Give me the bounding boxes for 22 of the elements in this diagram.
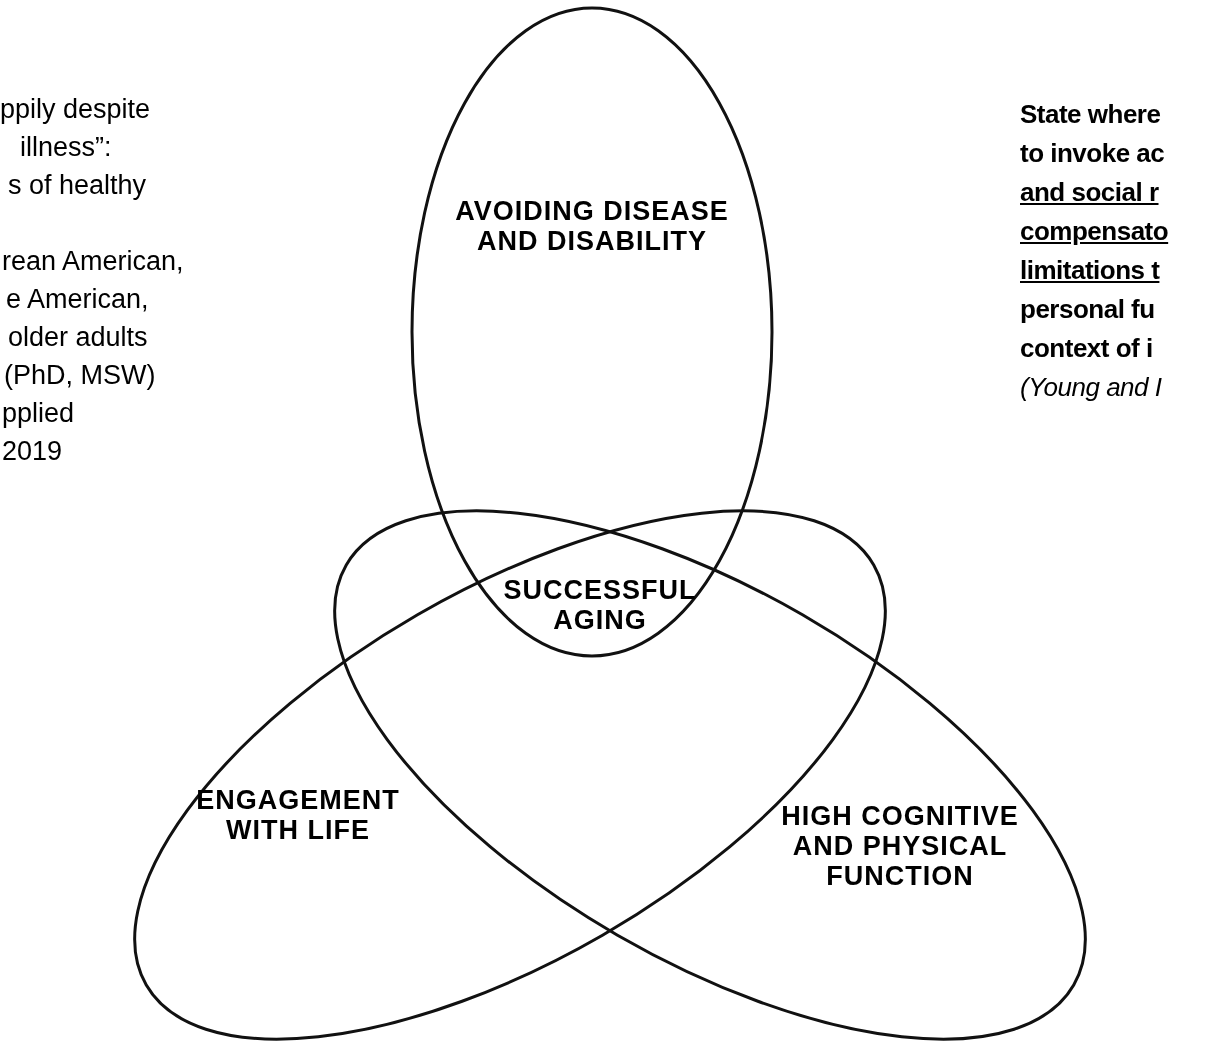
- text-line: 2019: [2, 435, 63, 468]
- text-line: State where: [1020, 98, 1161, 131]
- text-line: rean American,: [2, 245, 184, 278]
- region-label: HIGH COGNITIVE AND PHYSICAL FUNCTION: [780, 801, 1020, 891]
- text-line: and social r: [1020, 176, 1159, 209]
- text-line: e American,: [6, 283, 149, 316]
- text-line: pplied: [2, 397, 75, 430]
- ellipse-region: [410, 6, 774, 658]
- text-line: context of i: [1020, 332, 1153, 365]
- text-line: ppily despite: [0, 93, 151, 126]
- text-line: (PhD, MSW): [4, 359, 156, 392]
- region-label: AVOIDING DISEASE AND DISABILITY: [454, 196, 730, 256]
- text-line: illness”:: [20, 131, 112, 164]
- text-line: compensato: [1020, 215, 1169, 248]
- text-line: (Young and I: [1020, 371, 1162, 404]
- region-label: ENGAGEMENT WITH LIFE: [195, 785, 401, 845]
- text-line: personal fu: [1020, 293, 1155, 326]
- text-line: limitations t: [1020, 254, 1160, 287]
- text-line: s of healthy: [8, 169, 147, 202]
- center-label: SUCCESSFUL AGING: [502, 575, 698, 635]
- text-line: older adults: [8, 321, 148, 354]
- text-line: to invoke ac: [1020, 137, 1165, 170]
